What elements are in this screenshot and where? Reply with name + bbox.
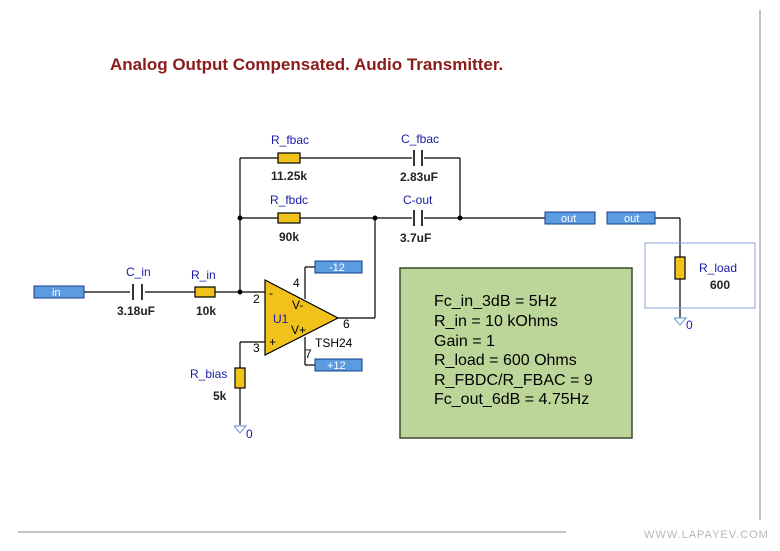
wires [84, 157, 681, 425]
c-out-value: 3.7uF [400, 231, 431, 245]
resistor-r-in: R_in 10k [191, 268, 216, 318]
note-line: Gain = 1 [434, 333, 495, 350]
resistor-r-fbac: R_fbac 11.25k [271, 133, 309, 183]
c-in-value: 3.18uF [117, 304, 155, 318]
note-line: R_load = 600 Ohms [434, 352, 577, 369]
opamp-u1: - + V- V+ U1 TSH24 2 3 4 6 7 [253, 276, 353, 361]
note-line: R_FBDC/R_FBAC = 9 [434, 372, 593, 389]
r-load-value: 600 [710, 278, 730, 292]
opamp-minus-sign: - [269, 286, 273, 300]
port-in-label: in [52, 287, 61, 299]
r-fbac-name: R_fbac [271, 133, 309, 147]
pin-7: 7 [305, 347, 312, 361]
opamp-vplus: V+ [291, 323, 306, 337]
capacitor-c-fbac: C_fbac 2.83uF [400, 132, 439, 184]
port-out-2-label: out [624, 213, 639, 225]
pin-3: 3 [253, 341, 260, 355]
page-title: Analog Output Compensated. Audio Transmi… [110, 55, 503, 74]
r-bias-value: 5k [213, 389, 227, 403]
opamp-model: TSH24 [315, 336, 353, 350]
port-vneg-label: -12 [329, 262, 345, 274]
r-fbdc-value: 90k [279, 230, 299, 244]
resistor-r-load: R_load 600 [644, 242, 756, 309]
watermark-text: WWW.LAPAYEV.COM [644, 529, 769, 541]
junctions [237, 215, 463, 295]
ground-1: 0 [233, 425, 253, 441]
ground-1-label: 0 [246, 427, 253, 441]
port-out-2: out [606, 211, 656, 225]
port-vpos-label: +12 [327, 360, 346, 372]
port-out-1-label: out [561, 213, 576, 225]
c-fbac-value: 2.83uF [400, 170, 438, 184]
opamp-ref: U1 [273, 312, 289, 326]
c-out-name: C-out [403, 193, 433, 207]
r-load-name: R_load [699, 261, 737, 275]
c-fbac-name: C_fbac [401, 132, 439, 146]
c-in-name: C_in [126, 265, 151, 279]
pin-6: 6 [343, 317, 350, 331]
pin-4: 4 [293, 276, 300, 290]
port-in: in [33, 285, 85, 299]
opamp-vminus: V- [292, 298, 303, 312]
r-fbac-value: 11.25k [271, 169, 307, 183]
port-vneg: -12 [314, 260, 363, 274]
opamp-plus-sign: + [269, 335, 276, 349]
notes-box: Fc_in_3dB = 5Hz R_in = 10 kOhms Gain = 1… [399, 267, 633, 439]
r-in-value: 10k [196, 304, 216, 318]
port-out-1: out [544, 211, 596, 225]
r-fbdc-name: R_fbdc [270, 193, 308, 207]
ground-2: 0 [673, 317, 693, 332]
note-line: Fc_in_3dB = 5Hz [434, 293, 557, 310]
resistor-r-bias: R_bias 5k [190, 367, 246, 403]
capacitor-c-out: C-out 3.7uF [400, 193, 433, 245]
r-bias-name: R_bias [190, 367, 227, 381]
note-line: R_in = 10 kOhms [434, 313, 558, 330]
r-in-name: R_in [191, 268, 216, 282]
pin-2: 2 [253, 292, 260, 306]
capacitor-c-in: C_in 3.18uF [117, 265, 155, 318]
resistor-r-fbdc: R_fbdc 90k [270, 193, 308, 244]
note-line: Fc_out_6dB = 4.75Hz [434, 391, 589, 408]
ground-2-label: 0 [686, 318, 693, 332]
port-vpos: +12 [314, 358, 363, 372]
